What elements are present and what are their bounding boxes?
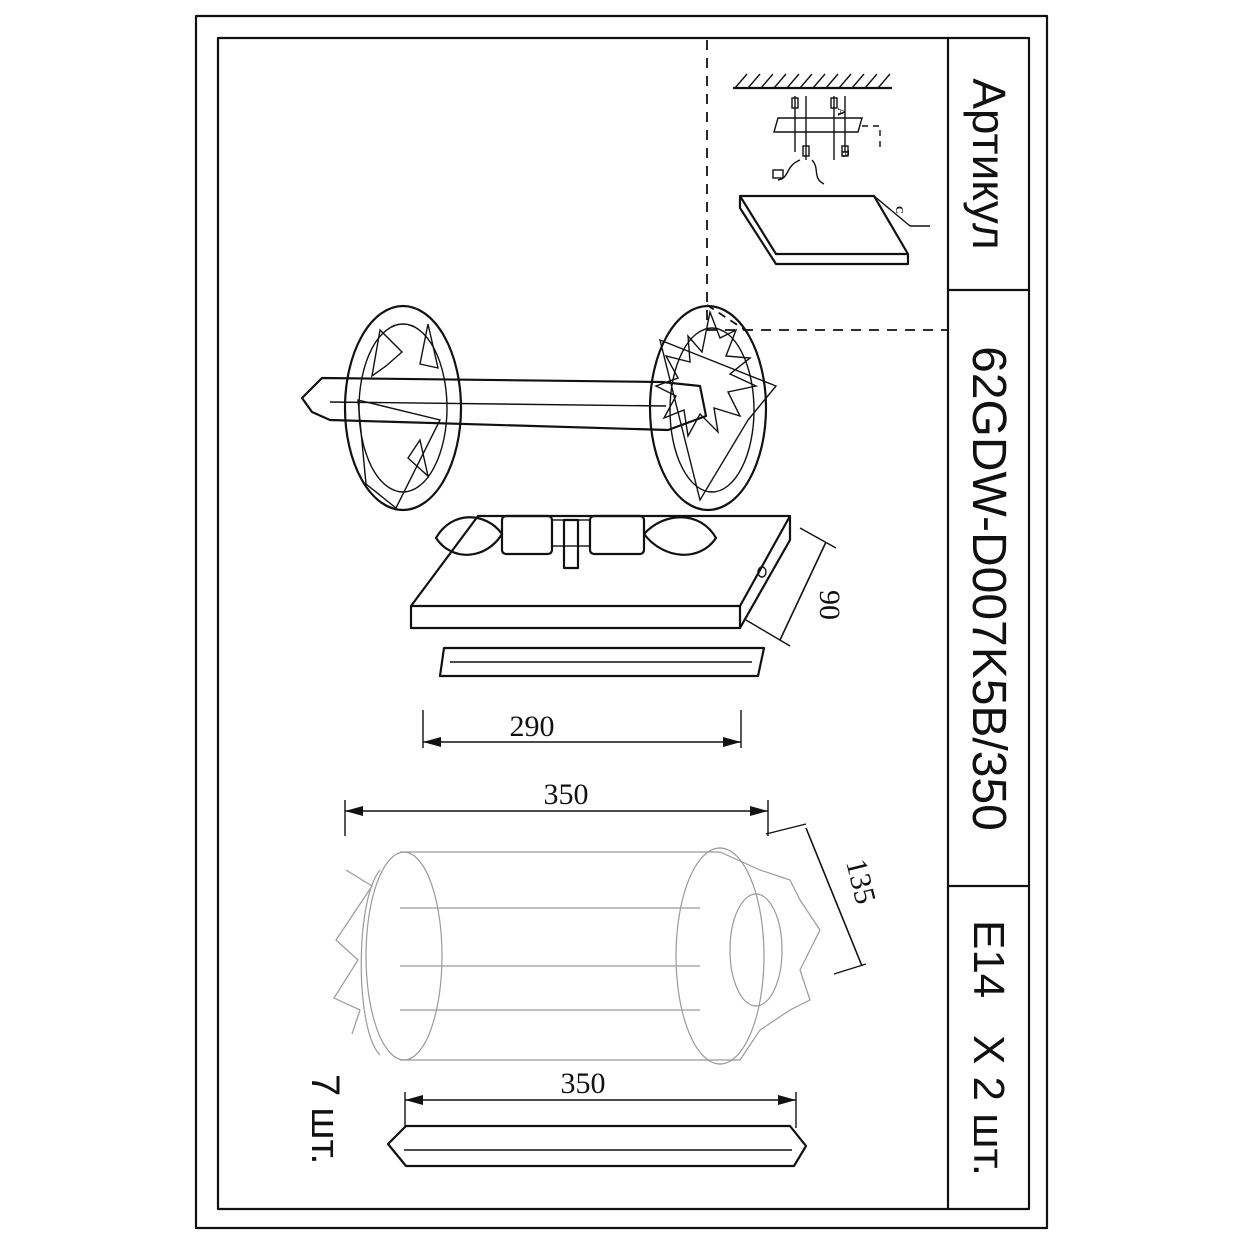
- article-label-cell: Артикул: [948, 38, 1029, 290]
- label-b: B: [839, 150, 851, 158]
- screws: [791, 96, 849, 160]
- label-c: C: [893, 206, 905, 214]
- inner-frame: [216, 36, 1031, 1211]
- label-a: A: [835, 108, 847, 116]
- shade-left-ring: [365, 851, 443, 1061]
- assembled-lamp-view: [300, 304, 778, 512]
- dim-rod-length: 350: [561, 1067, 606, 1100]
- wiring: [777, 159, 825, 185]
- dim-base-depth: 90: [813, 590, 846, 620]
- connector: [772, 169, 784, 179]
- ceiling-hatching: [734, 73, 891, 89]
- dim-base-length: 290: [510, 710, 555, 743]
- base-top: [409, 514, 792, 608]
- mounting-bracket: [773, 117, 863, 133]
- lamp-spec-cell: E14 X 2 шт.: [948, 886, 1029, 1209]
- base-side: [409, 516, 792, 630]
- right-end-ring: [648, 304, 768, 512]
- left-end-bracket: [357, 399, 442, 510]
- mounting-detail-frame: [706, 40, 948, 331]
- outer-frame: [194, 14, 1049, 1230]
- shade-outline: [400, 851, 821, 1061]
- socket-holder: [562, 518, 580, 570]
- right-star-ornament: [654, 309, 759, 439]
- rod-body: [386, 1124, 808, 1168]
- left-end-ring: [343, 304, 463, 512]
- shade-view: 350 135: [333, 778, 882, 1065]
- shade-rod: [300, 376, 708, 432]
- bulb-left: [434, 516, 504, 556]
- socket-left: [500, 514, 554, 556]
- rod-view: 350 7 шт.: [303, 1067, 808, 1168]
- canopy-side: [738, 196, 910, 266]
- mounting-strip: [438, 646, 766, 678]
- bulb-right: [642, 516, 718, 556]
- base-plate-view: 90 290: [409, 514, 846, 748]
- base-hole: [757, 566, 767, 578]
- article-code-cell: 62GDW-D007K5B/350: [948, 290, 1029, 886]
- article-label: Артикул: [962, 78, 1015, 250]
- socket-right: [588, 514, 646, 556]
- mounting-detail: A B C: [733, 73, 930, 266]
- dim-shade-length: 350: [544, 778, 589, 811]
- dim-line-90: [779, 541, 827, 641]
- lamp-spec: E14 X 2 шт.: [964, 919, 1014, 1176]
- right-end-bracket: [658, 338, 778, 502]
- dim-line-135: [805, 827, 863, 967]
- shade-right-ring: [675, 847, 765, 1065]
- dim-shade-diameter: 135: [839, 856, 882, 908]
- parts-quantity-note: 7 шт.: [303, 1074, 347, 1164]
- article-code: 62GDW-D007K5B/350: [962, 345, 1015, 831]
